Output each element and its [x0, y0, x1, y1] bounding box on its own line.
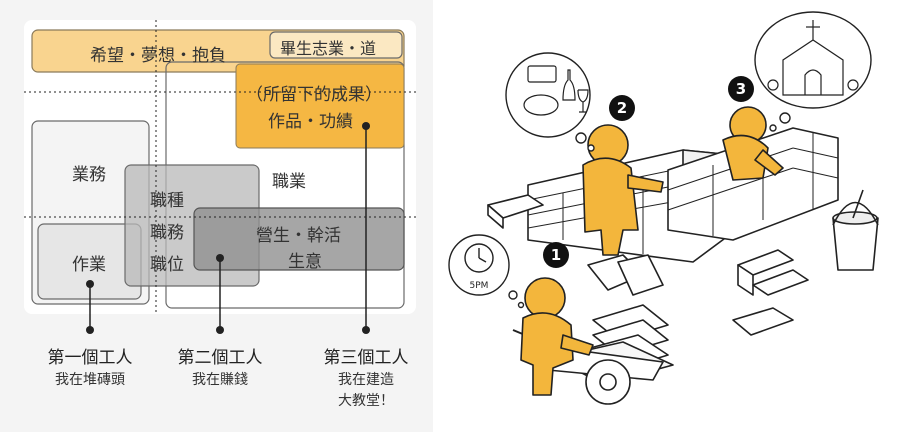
three-workers-diagram: 希望・夢想・抱負 畢生志業・道 （所留下的成果） 作品・功績 業務 作業 職種 … — [0, 0, 433, 432]
clock-icon — [464, 243, 494, 273]
position-label: 職位 — [150, 255, 184, 275]
church-icon — [767, 20, 859, 96]
svg-text:1: 1 — [551, 246, 561, 264]
duty-label: 職務 — [150, 223, 184, 243]
worker-3-title: 第三個工人 — [323, 348, 409, 368]
svg-text:3: 3 — [736, 80, 746, 98]
money-bread-wine-icon — [523, 65, 589, 116]
diagram-boxes — [24, 20, 416, 334]
business-label: 業務 — [72, 165, 106, 185]
legacy-label-1: （所留下的成果） — [246, 85, 382, 105]
worker-2-quote: 我在賺錢 — [192, 372, 248, 388]
livelihood-label-2: 生意 — [288, 252, 322, 272]
worker-2-title: 第二個工人 — [177, 348, 263, 368]
badge-3: 3 — [728, 76, 754, 102]
badge-1: 1 — [543, 242, 569, 268]
badge-2: 2 — [609, 95, 635, 121]
illustration-svg: 5PM 1 2 3 — [448, 11, 879, 405]
worker-1-title: 第一個工人 — [47, 348, 133, 368]
worker-3-quote-1: 我在建造 — [338, 372, 394, 388]
top-bar-tag-box — [269, 31, 403, 59]
svg-text:2: 2 — [617, 99, 627, 117]
legacy-box — [235, 63, 405, 149]
worker-3-quote-2: 大教堂！ — [338, 393, 394, 409]
livelihood-label-1: 營生・幹活 — [256, 226, 341, 246]
top-bar-tag-label: 畢生志業・道 — [280, 39, 377, 58]
worker-1-quote: 我在堆磚頭 — [55, 372, 125, 388]
profession-label: 職業 — [272, 172, 306, 192]
legacy-label-2: 作品・功績 — [268, 112, 353, 132]
task-label: 作業 — [72, 255, 106, 275]
top-bar-label: 希望・夢想・抱負 — [90, 46, 226, 66]
clock-label: 5PM — [470, 281, 489, 291]
job-type-label: 職種 — [150, 191, 184, 211]
worker-figures — [520, 106, 784, 396]
livelihood-box — [193, 207, 405, 271]
bricklayers-illustration: 5PM 1 2 3 — [433, 0, 900, 432]
